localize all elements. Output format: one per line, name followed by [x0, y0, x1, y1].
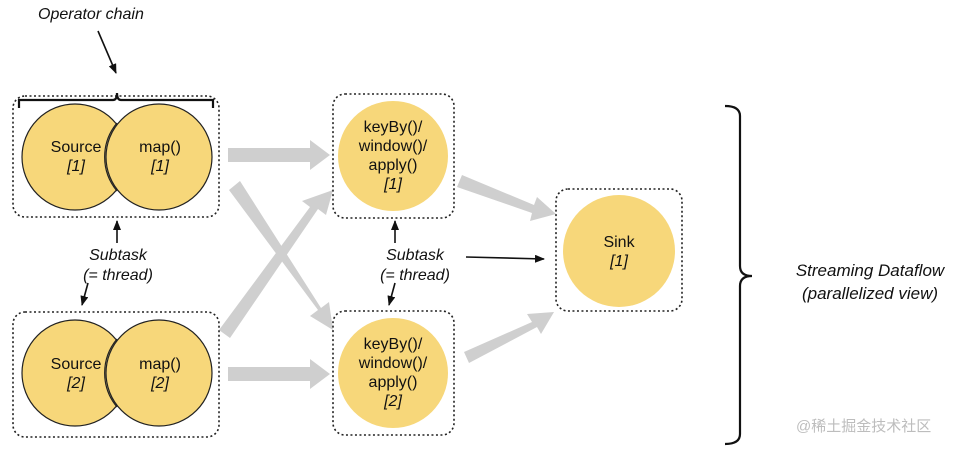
subtask-mid-line1: Subtask	[386, 247, 444, 264]
source1-name: Source	[50, 139, 102, 156]
flow-arrows	[219, 140, 556, 389]
subtask-top-pointer-down	[80, 282, 89, 306]
map2-label: map() [2]	[122, 355, 198, 393]
map1-name: map()	[139, 139, 181, 156]
subtask-mid-label: Subtask (= thread)	[360, 246, 470, 286]
streaming-line2: (parallelized view)	[801, 284, 939, 303]
keyby2-line3: apply()	[368, 374, 418, 391]
arrow-chain1-to-keyby1	[228, 140, 330, 170]
source2-index: [2]	[67, 375, 85, 392]
source1-label: Source [1]	[38, 138, 114, 176]
keyby2-index: [2]	[384, 393, 402, 410]
operator-chain-bracket	[17, 92, 215, 108]
sink-index: [1]	[610, 253, 628, 270]
arrow-keyby2-to-sink	[464, 312, 554, 363]
keyby1-line3: apply()	[368, 157, 418, 174]
source2-name: Source	[50, 356, 102, 373]
keyby2-circle	[338, 318, 448, 428]
keyby1-line1: keyBy()/	[363, 119, 423, 136]
map1-index: [1]	[151, 158, 169, 175]
streaming-line1: Streaming Dataflow	[795, 261, 945, 280]
arrow-chain2-to-keyby1	[219, 190, 333, 338]
keyby1-index: [1]	[384, 176, 402, 193]
arrow-keyby1-to-sink	[457, 175, 556, 221]
source1-index: [1]	[67, 158, 85, 175]
watermark: @稀土掘金技术社区	[796, 418, 932, 435]
keyby1-label: keyBy()/ window()/ apply() [1]	[343, 118, 443, 194]
keyby1-circle	[338, 101, 448, 211]
sink-label: Sink [1]	[579, 233, 659, 271]
streaming-dataflow-label: Streaming Dataflow (parallelized view)	[770, 259, 970, 305]
streaming-dataflow-brace	[724, 104, 753, 446]
map1-overlap-outline	[104, 122, 118, 192]
map2-name: map()	[139, 356, 181, 373]
subtask-top-line2: (= thread)	[83, 267, 153, 284]
keyby2-line1: keyBy()/	[363, 336, 423, 353]
source2-label: Source [2]	[38, 355, 114, 393]
subtask-mid-pointer-down	[387, 282, 396, 306]
subtask-mid-pointer-right	[465, 254, 545, 263]
sink-name: Sink	[603, 234, 635, 251]
map1-label: map() [1]	[122, 138, 198, 176]
subtask-top-line1: Subtask	[89, 247, 147, 264]
subtask-mid-line2: (= thread)	[380, 267, 450, 284]
operator-chain-label: Operator chain	[38, 6, 144, 23]
subtask-box-chain2	[12, 311, 220, 438]
operator-chain-pointer	[97, 30, 117, 74]
map2-circle	[105, 319, 213, 427]
map2-overlap-outline	[104, 338, 118, 408]
map2-index: [2]	[151, 375, 169, 392]
keyby2-label: keyBy()/ window()/ apply() [2]	[343, 335, 443, 411]
sink-circle	[563, 195, 675, 307]
subtask-box-sink	[555, 188, 683, 312]
keyby2-line2: window()/	[358, 355, 428, 372]
map1-circle	[105, 103, 213, 211]
keyby1-line2: window()/	[358, 138, 428, 155]
arrow-chain2-to-keyby2	[228, 359, 330, 389]
subtask-top-label: Subtask (= thread)	[58, 246, 178, 286]
